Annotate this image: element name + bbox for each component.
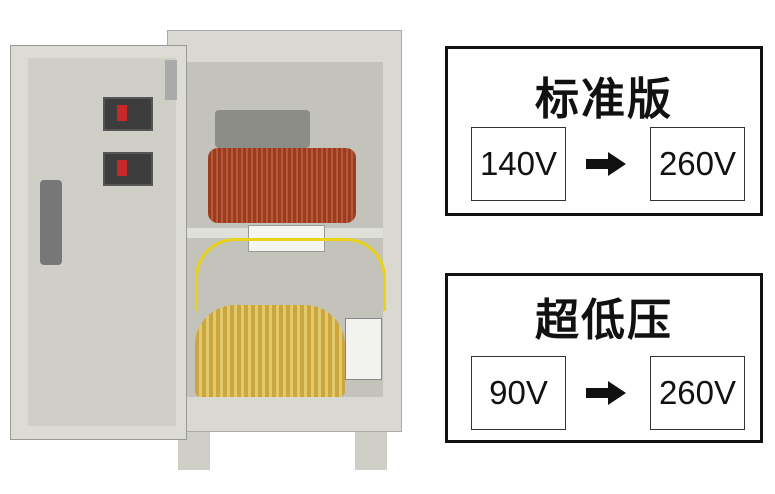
standard-title: 标准版 — [535, 74, 673, 125]
standard-input-voltage: 140V — [471, 127, 566, 201]
ammeter-display — [103, 152, 153, 186]
copper-coil-transformer — [208, 148, 356, 223]
carbon-brush-assembly — [215, 110, 310, 148]
low-voltage-title: 超低压 — [535, 295, 673, 346]
voltmeter-display — [103, 97, 153, 131]
standard-output-voltage: 260V — [650, 127, 745, 201]
standard-version-panel: 标准版 140V 260V — [445, 46, 763, 216]
cabinet-leg-right — [355, 425, 387, 470]
door-latch — [40, 180, 62, 265]
door-hinge — [165, 60, 177, 100]
low-voltage-panel: 超低压 90V 260V — [445, 273, 763, 443]
relay-block — [345, 318, 382, 380]
gold-coil-transformer — [195, 305, 345, 397]
low-voltage-output-voltage: 260V — [650, 356, 745, 430]
yellow-wire — [195, 238, 386, 311]
product-photo — [10, 30, 402, 470]
right-arrow-icon — [586, 152, 626, 176]
low-voltage-input-voltage: 90V — [471, 356, 566, 430]
right-arrow-icon — [586, 381, 626, 405]
